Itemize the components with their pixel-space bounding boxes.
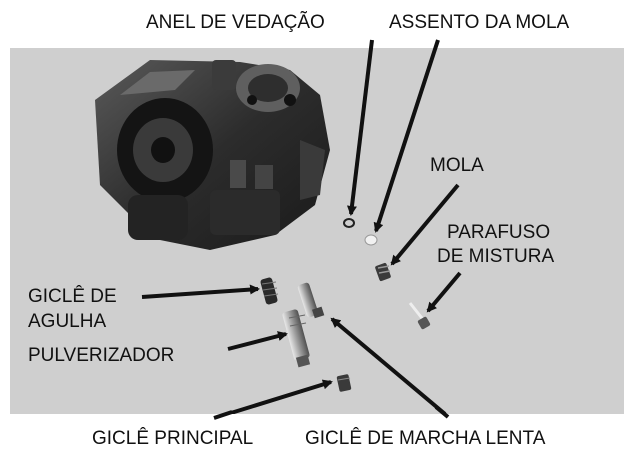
- atomizer: [282, 309, 311, 368]
- o-ring: [343, 218, 355, 228]
- arrow-mola: [390, 183, 460, 266]
- arrow-anel-de-vedacao: [346, 39, 374, 216]
- label-mola: MOLA: [430, 155, 484, 176]
- spring-seat: [364, 234, 378, 246]
- arrow-giclê-marcha-lenta: [330, 317, 447, 416]
- label-giclê-principal: GICLÊ PRINCIPAL: [92, 427, 253, 449]
- label-pulverizador: PULVERIZADOR: [28, 345, 174, 366]
- arrow-giclê-principal: [217, 379, 333, 419]
- arrow-parafuso: [426, 271, 462, 313]
- label-giclê-marcha-lenta: GICLÊ DE MARCHA LENTA: [305, 427, 546, 449]
- arrow-assento-da-mola: [373, 39, 440, 233]
- label-giclê-agulha-line2: AGULHA: [28, 311, 106, 332]
- label-assento-da-mola: ASSENTO DA MOLA: [389, 12, 570, 33]
- label-parafuso-line1: PARAFUSO: [447, 222, 550, 243]
- pilot-jet: [297, 282, 325, 319]
- bottom-strip: [0, 414, 631, 454]
- spring: [375, 262, 391, 282]
- arrow-pulverizador: [227, 331, 288, 351]
- label-parafuso-line2: DE MISTURA: [437, 246, 555, 267]
- label-anel-de-vedacao: ANEL DE VEDAÇÃO: [146, 11, 325, 33]
- needle-jet: [260, 277, 279, 305]
- mixture-screw: [408, 302, 431, 330]
- main-jet: [336, 374, 352, 392]
- carburetor-body: [95, 60, 330, 250]
- leader-arrows: [141, 39, 462, 419]
- label-giclê-agulha-line1: GICLÊ DE: [28, 285, 117, 307]
- arrow-giclê-de-agulha: [141, 284, 260, 299]
- parts: [260, 218, 431, 392]
- labels: ANEL DE VEDAÇÃO ASSENTO DA MOLA MOLA PAR…: [28, 11, 570, 449]
